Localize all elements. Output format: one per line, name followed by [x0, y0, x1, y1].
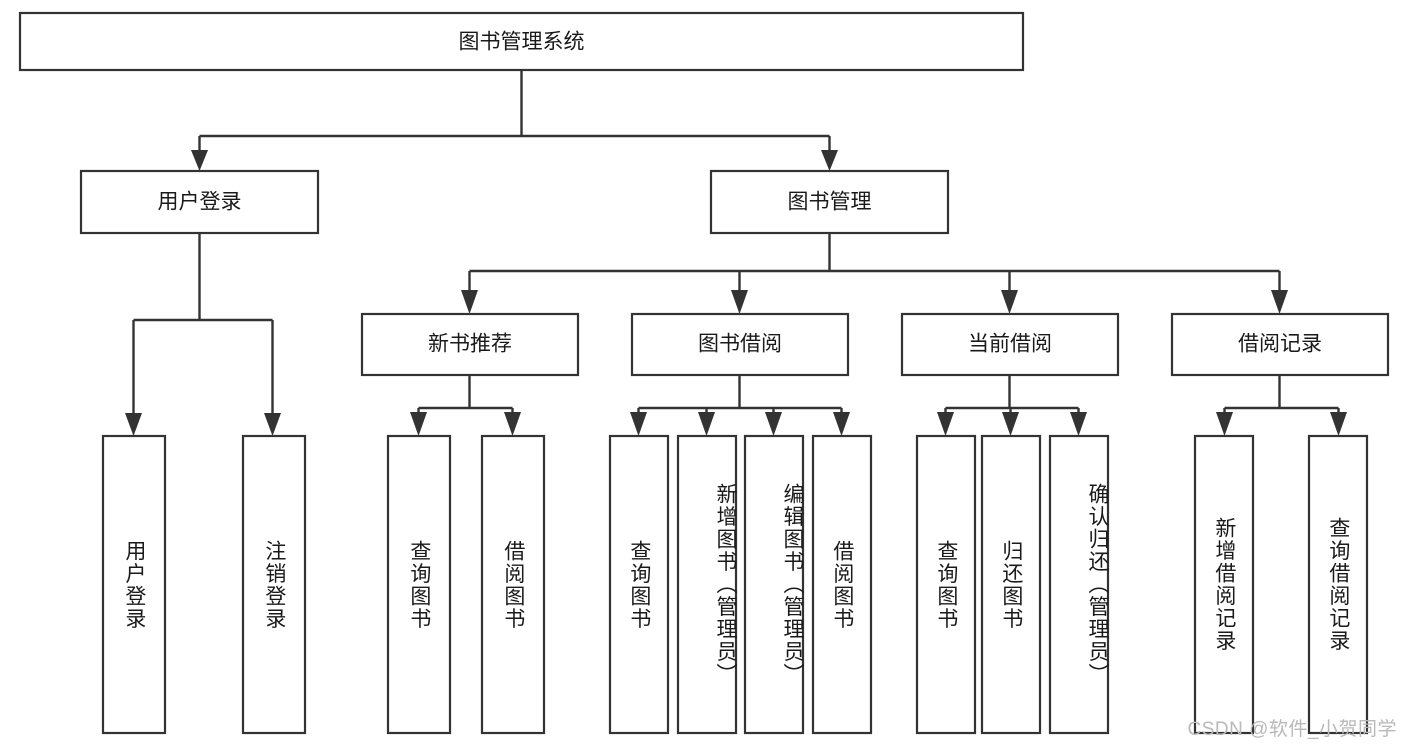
node-box-leaf-user-login[interactable]: [101, 434, 167, 735]
arrow-leaf-bb-add-book: [698, 412, 715, 436]
node-box-user-login[interactable]: [79, 169, 320, 235]
node-layer: 图书管理系统 用户登录 图书管理 新书推荐 图书借阅 当前借阅 借阅记录: [18, 11, 1390, 735]
node-box-leaf-cb-query-book[interactable]: [915, 434, 977, 735]
arrow-leaf-rec-borrow-book: [504, 412, 521, 436]
node-box-leaf-bb-borrow-book[interactable]: [811, 434, 873, 735]
node-label-root: 图书管理系统: [459, 31, 585, 54]
arrow-leaf-cb-query-book: [937, 412, 954, 436]
node-box-new-book-recommend[interactable]: [360, 312, 580, 377]
node-label-current-borrow: 当前借阅: [968, 333, 1052, 356]
node-label-book-manage: 图书管理: [788, 191, 872, 214]
node-label-borrow-record: 借阅记录: [1238, 333, 1322, 356]
arrow-current-borrow: [1001, 290, 1018, 314]
node-box-leaf-br-query-record[interactable]: [1307, 434, 1369, 735]
arrow-user-login: [191, 150, 208, 171]
arrow-leaf-rec-query-book: [410, 412, 427, 436]
node-label-new-book-recommend: 新书推荐: [428, 333, 512, 356]
node-box-leaf-bb-query-book[interactable]: [608, 434, 670, 735]
node-box-book-manage[interactable]: [709, 169, 950, 235]
node-box-leaf-rec-borrow-book[interactable]: [480, 434, 546, 735]
arrow-new-book-recommend: [461, 290, 478, 314]
node-box-book-borrow[interactable]: [630, 312, 850, 377]
arrow-leaf-cb-return-book: [1002, 412, 1019, 436]
arrow-book-manage: [821, 150, 838, 171]
node-label-user-login: 用户登录: [158, 191, 242, 214]
node-label-book-borrow: 图书借阅: [698, 333, 782, 356]
node-box-leaf-cb-return-book[interactable]: [980, 434, 1042, 735]
node-box-leaf-br-add-record[interactable]: [1193, 434, 1255, 735]
arrow-leaf-cb-confirm-return: [1070, 412, 1087, 436]
connector-layer: [125, 70, 1347, 436]
node-box-leaf-rec-query-book[interactable]: [386, 434, 452, 735]
node-box-leaf-bb-edit-book[interactable]: [743, 434, 805, 735]
arrow-leaf-br-query-record: [1330, 412, 1347, 436]
node-box-leaf-bb-add-book[interactable]: [676, 434, 738, 735]
node-box-leaf-cb-confirm-return[interactable]: [1048, 434, 1110, 735]
node-box-borrow-record[interactable]: [1170, 312, 1390, 377]
arrow-leaf-bb-query-book: [630, 412, 647, 436]
arrow-leaf-bb-borrow-book: [833, 412, 850, 436]
csdn-watermark: CSDN @软件_小贺同学: [1187, 719, 1397, 740]
arrow-borrow-record: [1271, 290, 1288, 314]
node-box-leaf-user-logout[interactable]: [241, 434, 307, 735]
arrow-leaf-user-login: [125, 413, 142, 436]
arrow-book-borrow: [731, 290, 748, 314]
node-box-root[interactable]: [18, 11, 1025, 72]
arrow-leaf-user-logout: [264, 413, 281, 436]
arrow-leaf-br-add-record: [1216, 412, 1233, 436]
node-box-current-borrow[interactable]: [900, 312, 1120, 377]
arrow-leaf-bb-edit-book: [765, 412, 782, 436]
